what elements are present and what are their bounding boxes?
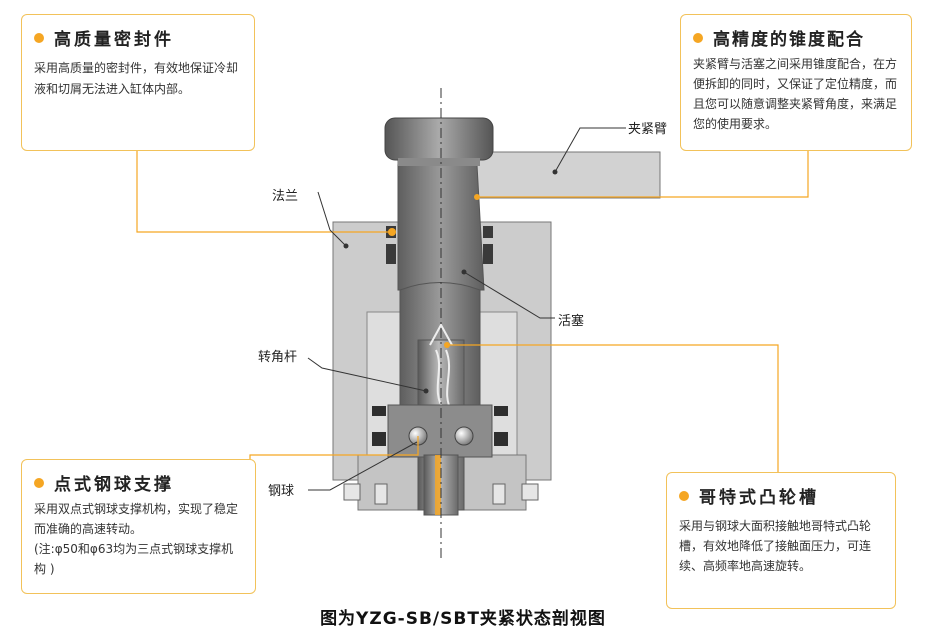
label-rotating-rod: 转角杆: [258, 350, 298, 365]
piston-seals: [372, 406, 508, 446]
callout-title: 点式钢球支撑: [54, 475, 174, 495]
label-flange: 法兰: [272, 189, 299, 204]
base-ports: [343, 483, 539, 505]
label-piston: 活塞: [558, 314, 585, 329]
callout-title: 高精度的锥度配合: [713, 30, 865, 50]
figure-caption: 图为YZG-SB/SBT夹紧状态剖视图: [320, 609, 606, 629]
bullet-icon: [34, 32, 44, 43]
callout-title: 哥特式凸轮槽: [699, 488, 819, 508]
bullet-icon: [34, 477, 44, 488]
callout-note: (注:φ50和φ63均为三点式钢球支撑机构 ): [34, 542, 234, 576]
label-clamp-arm: 夹紧臂: [628, 122, 668, 137]
callout-title: 高质量密封件: [54, 30, 174, 50]
callout-taper: 高精度的锥度配合 夹紧臂与活塞之间采用锥度配合，在方便拆卸的同时，又保证了定位精…: [680, 14, 912, 151]
label-steel-ball: 钢球: [268, 484, 295, 499]
bullet-icon: [693, 32, 703, 43]
callout-body: 夹紧臂与活塞之间采用锥度配合，在方便拆卸的同时，又保证了定位精度，而且您可以随意…: [693, 57, 898, 131]
callout-cam-groove: 哥特式凸轮槽 采用与钢球大面积接触地哥特式凸轮槽，有效地降低了接触面压力，可连续…: [666, 472, 896, 609]
callout-ball-support: 点式钢球支撑 采用双点式钢球支撑机构，实现了稳定而准确的高速转动。 (注:φ50…: [21, 459, 256, 594]
callout-leaders: [136, 150, 809, 472]
callout-seal: 高质量密封件 采用高质量的密封件，有效地保证冷却液和切屑无法进入缸体内部。: [21, 14, 255, 151]
label-leaders: [307, 127, 626, 491]
clamp-nut: [384, 117, 494, 161]
bullet-icon: [679, 490, 689, 501]
callout-body: 采用双点式钢球支撑机构，实现了稳定而准确的高速转动。: [34, 502, 239, 536]
callout-body: 采用与钢球大面积接触地哥特式凸轮槽，有效地降低了接触面压力，可连续、高频率地高速…: [679, 519, 872, 573]
callout-body: 采用高质量的密封件，有效地保证冷却液和切屑无法进入缸体内部。: [34, 61, 239, 96]
steel-ball-right: [454, 426, 474, 446]
